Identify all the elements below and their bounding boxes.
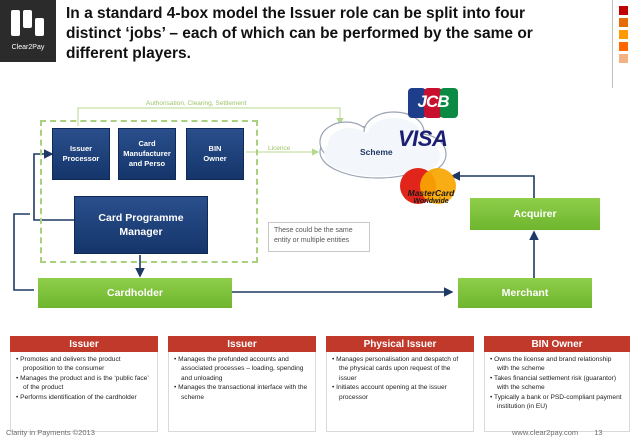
- title-line-3: different players.: [66, 45, 191, 62]
- card-programme-manager-label: Card Programme Manager: [98, 212, 184, 238]
- role-bullet: Takes financial settlement risk (guarant…: [490, 374, 624, 393]
- same-entity-note: These could be the same entity or multip…: [268, 222, 370, 252]
- flow-label-licence: Licence: [268, 145, 291, 152]
- role-card-issuer-processor: Issuer Manages the prefunded accounts an…: [168, 336, 316, 432]
- role-card-physical-issuer: Physical Issuer Manages personalisation …: [326, 336, 474, 432]
- acquirer-box: Acquirer: [470, 198, 600, 230]
- role-bullet: Owns the license and brand relationship …: [490, 355, 624, 374]
- accent-square: [619, 54, 628, 63]
- footer-url: www.clear2pay.com: [512, 428, 579, 437]
- scheme-cloud-icon: [319, 111, 447, 179]
- scheme-label: Scheme: [360, 147, 393, 157]
- logo-text: Clear2Pay: [11, 44, 45, 51]
- cpm-issuer-arrow: [33, 149, 74, 221]
- accent-square: [619, 30, 628, 39]
- jcb-logo-text: JCB: [417, 92, 449, 111]
- cardholder-label: Cardholder: [106, 287, 163, 299]
- footer-website: www.clear2pay.com 13: [512, 428, 603, 437]
- bin-owner-label: BIN Owner: [203, 144, 227, 163]
- card-programme-manager-box: Card Programme Manager: [74, 196, 208, 254]
- role-bullet: Manages the product and is the ‘public f…: [16, 374, 152, 393]
- role-bullet: Initiates account opening at the issuer …: [332, 383, 468, 402]
- role-bullet: Manages the transactional interface with…: [174, 383, 310, 402]
- role-card-title: Issuer: [10, 336, 158, 352]
- footer-copyright: Clarity in Payments ©2013: [6, 428, 95, 437]
- visa-logo: VISA: [398, 126, 448, 151]
- card-manufacturer-label: Card Manufacturer and Perso: [123, 139, 171, 168]
- issuer-roles-group: [40, 120, 258, 263]
- role-card-body: Owns the license and brand relationship …: [484, 352, 630, 432]
- issuer-processor-label: Issuer Processor: [62, 144, 100, 163]
- accent-square: [619, 42, 628, 51]
- role-card-title: BIN Owner: [484, 336, 630, 352]
- cardholder-cpm-line: [13, 213, 34, 291]
- merchant-box: Merchant: [458, 278, 592, 308]
- company-logo: Clear2Pay: [0, 0, 56, 62]
- accent-square: [619, 18, 628, 27]
- title-line-2: distinct ‘jobs’ – each of which can be p…: [66, 25, 533, 42]
- mastercard-logo-text: MasterCard Worldwide: [398, 188, 464, 205]
- slide-title: In a standard 4-box model the Issuer rol…: [66, 4, 606, 64]
- role-bullet: Performs identification of the cardholde…: [16, 393, 152, 402]
- issuer-processor-box: Issuer Processor: [52, 128, 110, 180]
- role-card-body: Promotes and delivers the product propos…: [10, 352, 158, 432]
- role-card-bin-owner: BIN Owner Owns the license and brand rel…: [484, 336, 630, 432]
- role-card-title: Issuer: [168, 336, 316, 352]
- acquirer-label: Acquirer: [513, 208, 557, 220]
- flow-label-authorisation: Authorisation, Clearing, Settlement: [146, 100, 247, 107]
- role-card-issuer: Issuer Promotes and delivers the product…: [10, 336, 158, 432]
- header-divider: [612, 0, 613, 88]
- role-card-title: Physical Issuer: [326, 336, 474, 352]
- bin-owner-box: BIN Owner: [186, 128, 244, 180]
- acquirer-scheme-arrow: [450, 171, 535, 198]
- mastercard-worldwide: Worldwide: [413, 198, 449, 205]
- role-card-body: Manages the prefunded accounts and assoc…: [168, 352, 316, 432]
- role-card-body: Manages personalisation and despatch of …: [326, 352, 474, 432]
- role-bullet: Promotes and delivers the product propos…: [16, 355, 152, 374]
- jcb-logo-icon: [408, 88, 458, 118]
- role-bullet: Manages personalisation and despatch of …: [332, 355, 468, 383]
- accent-square: [619, 6, 628, 15]
- mastercard-logo-icon: [400, 168, 456, 204]
- cardholder-box: Cardholder: [38, 278, 232, 308]
- title-line-1: In a standard 4-box model the Issuer rol…: [66, 5, 526, 22]
- role-bullet: Typically a bank or PSD-compliant paymen…: [490, 393, 624, 412]
- authorisation-flow-line: [77, 107, 344, 126]
- merchant-label: Merchant: [501, 287, 549, 299]
- card-manufacturer-box: Card Manufacturer and Perso: [118, 128, 176, 180]
- mastercard-name: MasterCard: [407, 188, 455, 198]
- page-number: 13: [594, 428, 603, 437]
- role-bullet: Manages the prefunded accounts and assoc…: [174, 355, 310, 383]
- clear2pay-logo-icon: [11, 10, 44, 36]
